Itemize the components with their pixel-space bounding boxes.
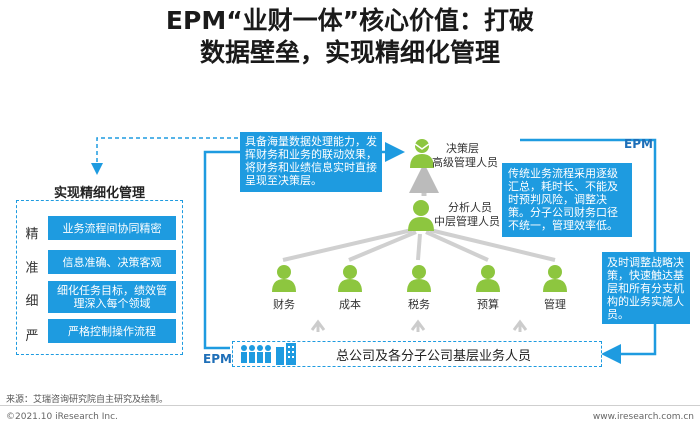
dashed-link (91, 137, 238, 175)
copyright: ©2021.10 iResearch Inc. (6, 412, 118, 422)
footer-url: www.iresearch.com.cn (592, 412, 694, 422)
dept-tax-icon (407, 265, 431, 292)
middle-layer-sub: 中层管理人员 (434, 215, 500, 228)
page-title-line1: EPM“业财一体”核心价值：打破 (165, 6, 535, 35)
dept-cost-label: 成本 (339, 298, 361, 311)
building-icon (276, 343, 296, 365)
left-item-2: 信息准确、决策客观 (48, 250, 176, 274)
callout-right: 传统业务流程采用逐级汇总，耗时长、不能及时预判风险，调整决策。分子公司财务口径不… (502, 163, 632, 237)
callout-left: 具备海量数据处理能力，发挥财务和业务的联动效果，将财务和业绩信息实时直接呈现至决… (240, 132, 382, 192)
left-item-3: 细化任务目标，绩效管理深入每个领域 (48, 281, 176, 313)
left-item-4: 严格控制操作流程 (48, 319, 176, 343)
dept-management-icon (543, 265, 567, 292)
epm-loop-right (520, 138, 657, 364)
dept-tax-label: 税务 (408, 298, 430, 311)
dept-finance-icon (272, 265, 296, 292)
left-panel-title: 实现精细化管理 (54, 186, 146, 201)
dept-management-label: 管理 (544, 298, 566, 311)
char-zhun: 准 (25, 261, 39, 276)
footer-divider (0, 405, 700, 406)
dept-finance-label: 财务 (273, 298, 295, 311)
char-jing: 精 (25, 227, 39, 242)
decision-layer-sub: 高级管理人员 (432, 156, 498, 169)
analyst-icon (408, 200, 434, 231)
dept-cost-icon (338, 265, 362, 292)
callout-far-right: 及时调整战略决策，快速触达基层和所有分支机构的业务实施人员。 (602, 252, 690, 324)
epm-label-left: EPM (203, 352, 232, 366)
left-panel-frame (16, 200, 183, 355)
decision-maker-icon (410, 139, 434, 168)
page-title-line2: 数据壁垒，实现精细化管理 (199, 38, 500, 67)
left-item-1: 业务流程间协同精密 (48, 216, 176, 240)
staff-group-icon (241, 345, 271, 363)
dept-budget-icon (476, 265, 500, 292)
base-staff-label: 总公司及各分子公司基层业务人员 (336, 349, 532, 364)
char-xi: 细 (25, 294, 39, 309)
dept-budget-label: 预算 (477, 298, 499, 311)
source-note: 来源：艾瑞咨询研究院自主研究及绘制。 (6, 395, 169, 405)
char-yan: 严 (25, 329, 39, 344)
decision-layer-label: 决策层 (446, 142, 479, 155)
epm-label-right: EPM (624, 137, 653, 151)
middle-layer-label: 分析人员 (448, 201, 492, 214)
